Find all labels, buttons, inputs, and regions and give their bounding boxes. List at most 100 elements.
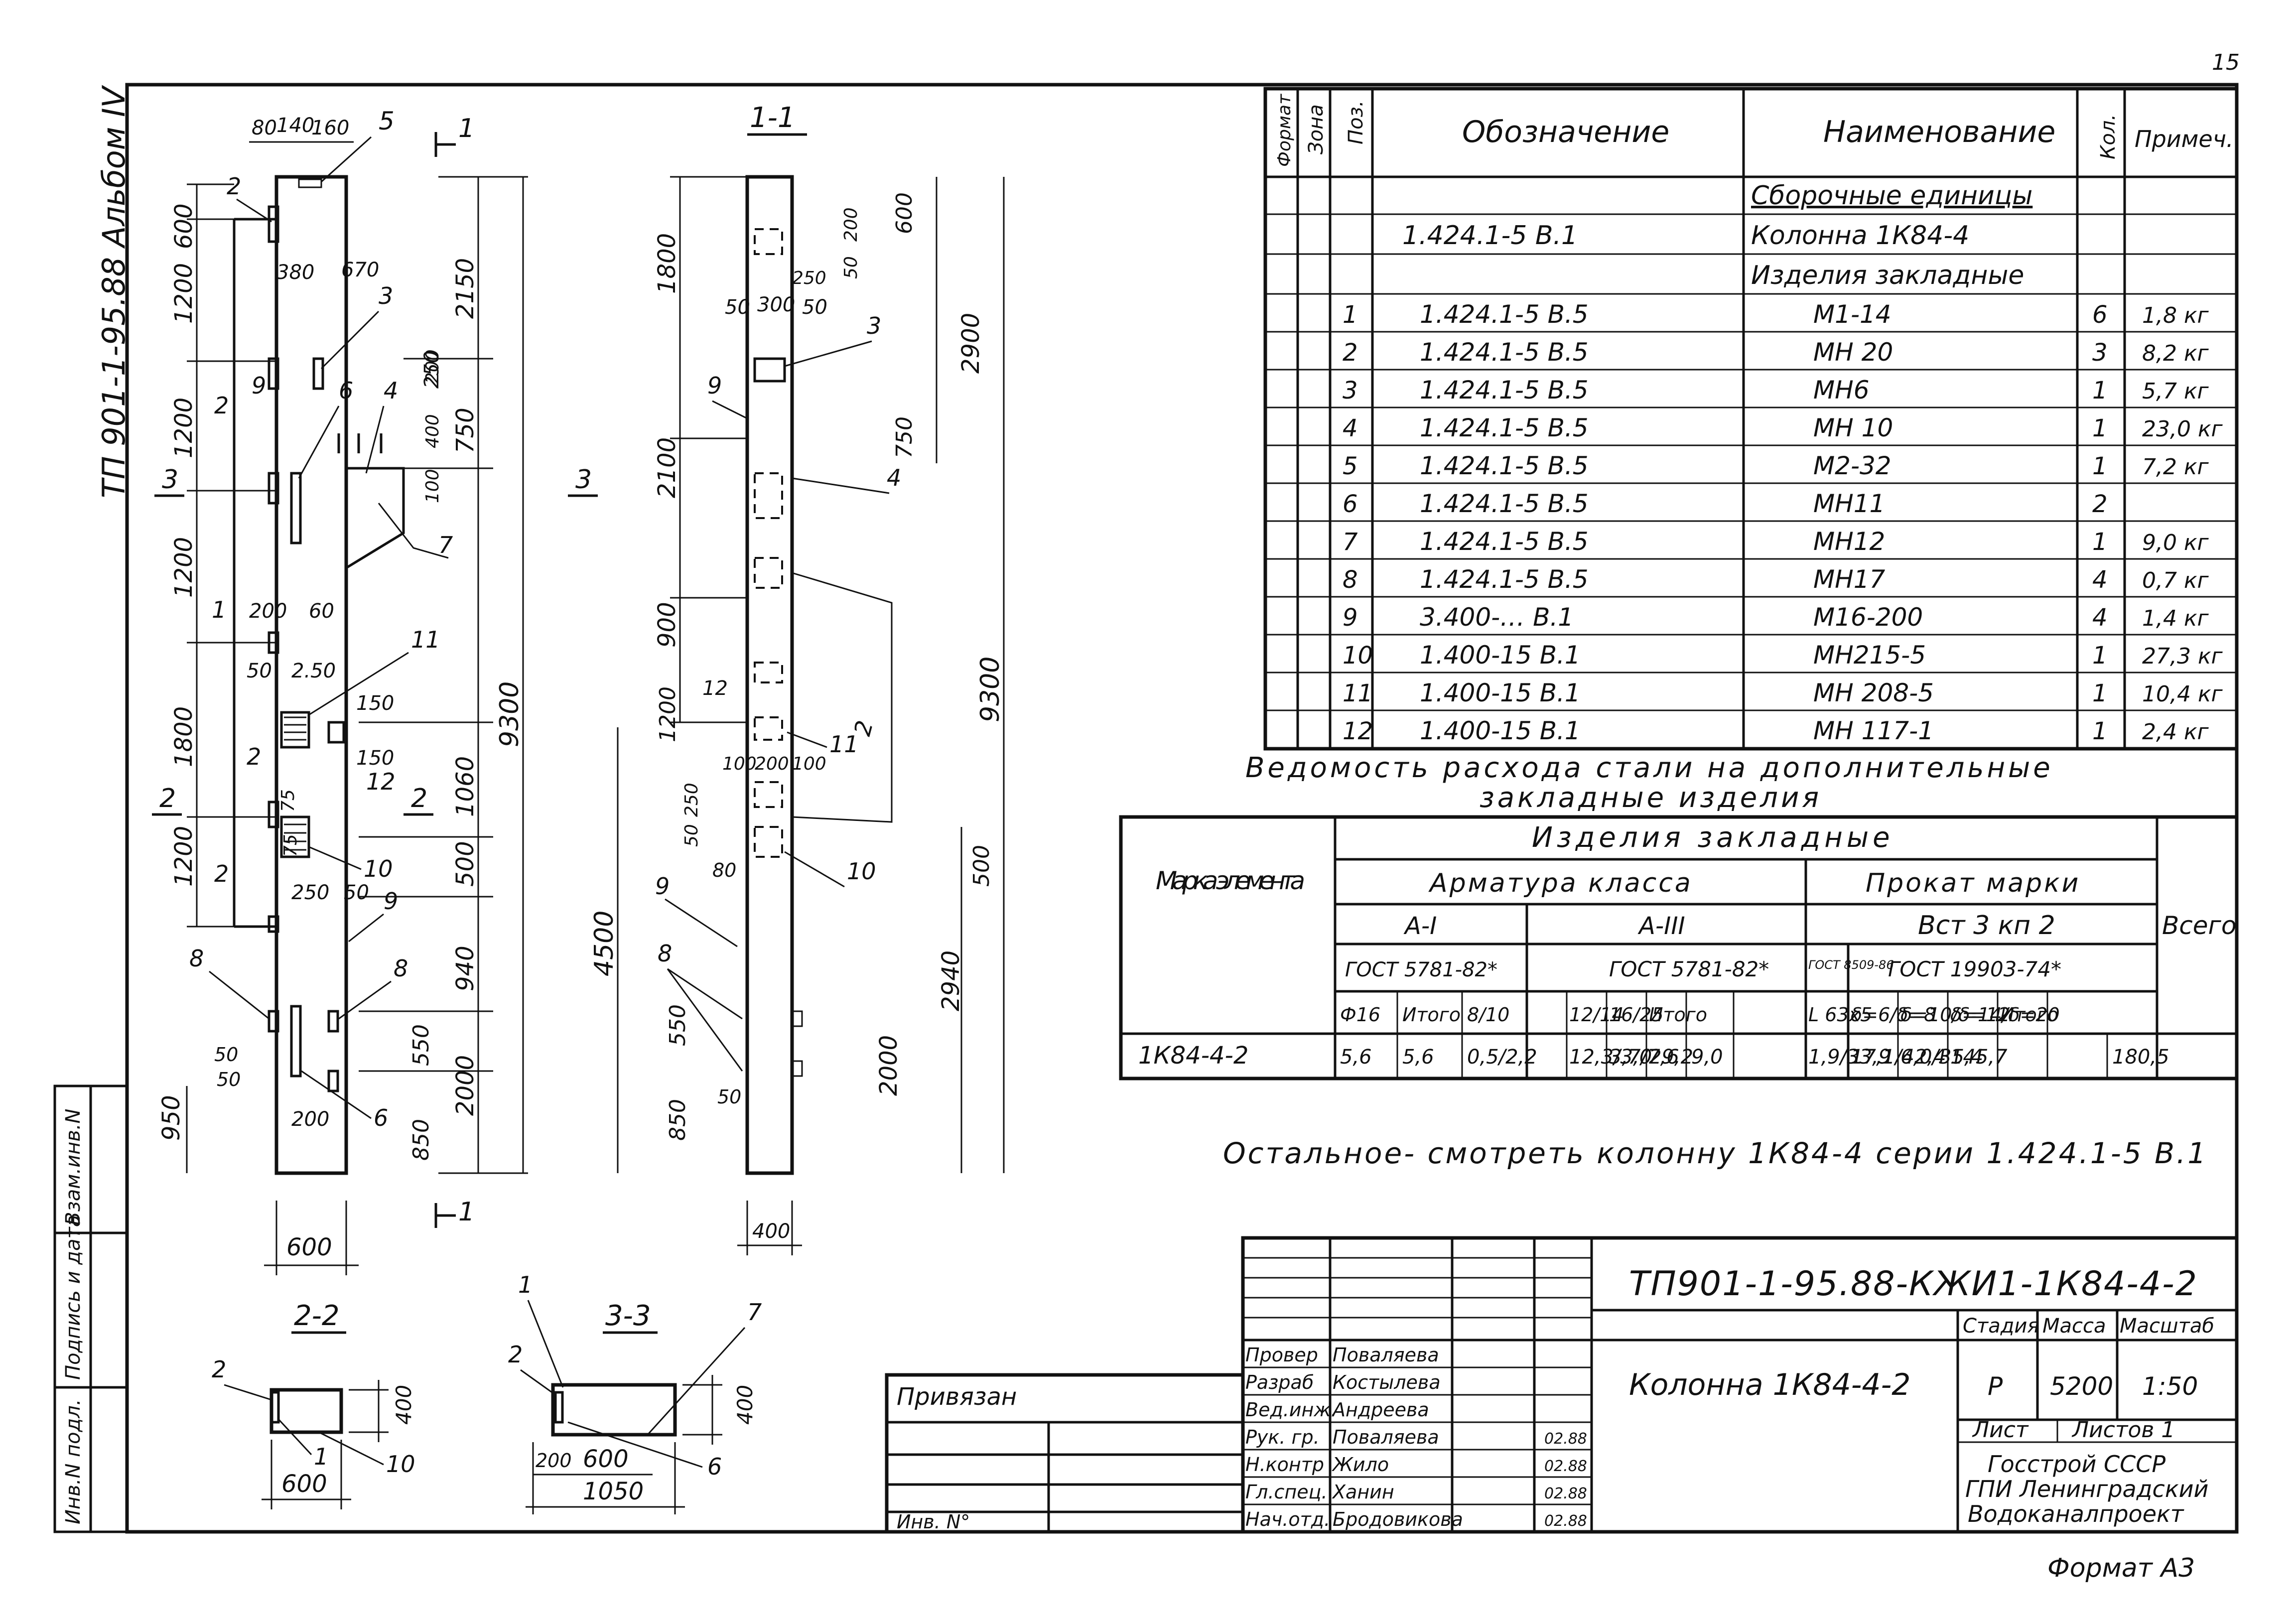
spec-row-note: 8,2 кг (2142, 341, 2209, 366)
spec-row-name: МН 117-1 (1813, 716, 1934, 745)
s11-callout-3: 3 (867, 312, 881, 339)
s33-dim-200: 200 (536, 1450, 572, 1472)
staff-role: Рук. гр. (1245, 1426, 1320, 1448)
top-dim-80: 80 (252, 117, 277, 139)
section-1-1-body (745, 175, 794, 1175)
spec-row-designation: 1.424.1-5 В.5 (1420, 300, 1589, 329)
steel-sub-header: Итого (1649, 1004, 1707, 1026)
spec-row-designation: 1.424.1-5 В.5 (1420, 489, 1589, 518)
spec-row-name: М1-14 (1813, 300, 1891, 329)
steel-row-value: 145,7 (1950, 1046, 2008, 1069)
s33-dim-400: 400 (733, 1385, 757, 1425)
elevation-callouts: 5 2 3 9 6 4 7 2 1 11 12 2 10 9 2 8 (189, 107, 453, 1131)
right-dim-940: 940 (451, 945, 479, 991)
inner-dim-100: 100 (422, 469, 443, 503)
staff-date: 02.88 (1544, 1430, 1587, 1448)
top-dim-140: 140 (276, 114, 314, 137)
inner-dim-150b: 150 (356, 747, 394, 770)
staff-role: Н.контр (1245, 1454, 1324, 1476)
right-dim-1060: 1060 (451, 756, 479, 817)
steel-row-value: 0,5/2,2 (1467, 1046, 1537, 1069)
steel-sub-header: δ=14/δ=20 (1950, 1004, 2060, 1026)
s11-dim-850: 850 (665, 1099, 690, 1141)
s11-dim-1800: 1800 (653, 233, 681, 294)
staff-date: 02.88 (1544, 1458, 1587, 1475)
sheets-label: Листов 1 (2071, 1417, 2175, 1443)
spec-row-designation: 3.400-… В.1 (1420, 603, 1574, 632)
spec-row-note: 5,7 кг (2142, 379, 2209, 404)
linked-block: Привязан Инв. N° (885, 1373, 1245, 1534)
steel-row-value: 180,5 (2112, 1046, 2169, 1069)
spec-row-pos: 11 (1343, 679, 1373, 707)
steel-sub-header: δ=6/δ=8 (1851, 1004, 1936, 1026)
spec-row-note: 1,8 кг (2142, 303, 2209, 328)
spec-row-designation: 1.424.1-5 В.5 (1420, 338, 1589, 367)
steel-sub-header: 16/25 (1609, 1004, 1664, 1026)
section-mark-1-top: 1 (458, 114, 475, 143)
inner-dim-50c: 50 (214, 1044, 238, 1066)
steel-sub-header: Итого (2000, 1004, 2058, 1026)
spec-group-assemblies: Сборочные единицы (1751, 181, 2032, 211)
steel-sub-header: Итого (1402, 1004, 1461, 1026)
spec-row-pos: 5 (1343, 452, 1358, 480)
top-dim-160: 160 (311, 117, 349, 139)
s33-dim-600: 600 (583, 1445, 629, 1473)
right-dim-850: 850 (408, 1119, 434, 1161)
steel-sub-header: δ=10/δ=12 (1900, 1004, 2010, 1026)
inner-dim-380: 380 (276, 261, 314, 284)
left-dim-2: 1200 (170, 263, 198, 324)
spec-row-pos: 10 (1343, 642, 1373, 670)
spec-row-designation: 1.424.1-5 В.5 (1420, 413, 1589, 442)
spec-row-pos: 7 (1343, 528, 1358, 556)
staff-role: Провер (1245, 1344, 1318, 1366)
s33-callout-2: 2 (508, 1341, 523, 1368)
section-mark-2-right: 2 (411, 784, 427, 813)
s33-callout-1: 1 (518, 1271, 533, 1298)
spec-row-note: 9,0 кг (2142, 530, 2209, 555)
s11-dim-750: 750 (892, 416, 917, 458)
spec-row-note: 1,4 кг (2142, 606, 2209, 631)
steel-sub-header: 12/14 (1569, 1004, 1624, 1026)
callout-6b: 6 (374, 1104, 388, 1131)
s11-dim-50b: 50 (725, 296, 750, 319)
spec-row-note: 23,0 кг (2142, 416, 2223, 442)
drawing-frame (125, 83, 2239, 1534)
spec-assembly-designation: 1.424.1-5 В.1 (1402, 221, 1578, 251)
spec-row-pos: 2 (1343, 339, 1358, 367)
spec-header-zone: Зона (1305, 104, 1328, 154)
callout-2b: 2 (214, 392, 229, 419)
staff-role: Гл.спец. (1245, 1481, 1328, 1503)
spec-row-name: МН 20 (1813, 338, 1893, 367)
spec-row-designation: 1.424.1-5 В.5 (1420, 565, 1589, 594)
s11-callout-10: 10 (847, 858, 876, 885)
spec-row-name: МН 10 (1813, 413, 1893, 442)
side-stamp-cell-3: Взам.инв.N (62, 1109, 85, 1225)
steel-title-1: Ведомость расхода стали на дополнительны… (1245, 752, 2053, 784)
spec-group-embedded: Изделия закладные (1751, 261, 2024, 290)
mass-value: 5200 (2050, 1372, 2113, 1401)
drawing-title: Колонна 1К84-4-2 (1629, 1367, 1910, 1402)
inner-dim-200: 200 (422, 349, 443, 384)
staff-name: Андреева (1331, 1399, 1429, 1421)
spec-row-designation: 1.424.1-5 В.5 (1420, 451, 1589, 480)
spec-row-qty: 4 (2092, 604, 2108, 632)
inner-dim-2-50: 2.50 (291, 660, 336, 682)
steel-row-value: 5,6 (1402, 1046, 1434, 1069)
steel-row-value: 12,3/3,0 (1569, 1046, 1652, 1069)
staff-name: Костылева (1333, 1371, 1441, 1393)
s11-dim-550: 550 (665, 1004, 690, 1046)
s11-callout-4: 4 (887, 464, 901, 491)
s22-callout-1: 1 (314, 1443, 328, 1470)
staff-date: 02.88 (1544, 1512, 1587, 1530)
s11-dim-4500: 4500 (589, 911, 619, 976)
doc-code: ТП901-1-95.88-КЖИ1-1К84-4-2 (1629, 1264, 2198, 1304)
s11-dim-500: 500 (969, 845, 994, 887)
spec-row-note: 0,7 кг (2142, 568, 2209, 593)
inner-dim-200b: 200 (249, 600, 287, 623)
section-marks: 1 1 3 3 2 2 (152, 114, 598, 1228)
corner-mark: 15 (2212, 50, 2240, 75)
steel-sub-header: 8/10 (1467, 1004, 1509, 1026)
s11-dim-600: 600 (892, 192, 917, 234)
spec-row-name: МН215-5 (1813, 641, 1926, 670)
spec-row-qty: 1 (2092, 717, 2108, 745)
